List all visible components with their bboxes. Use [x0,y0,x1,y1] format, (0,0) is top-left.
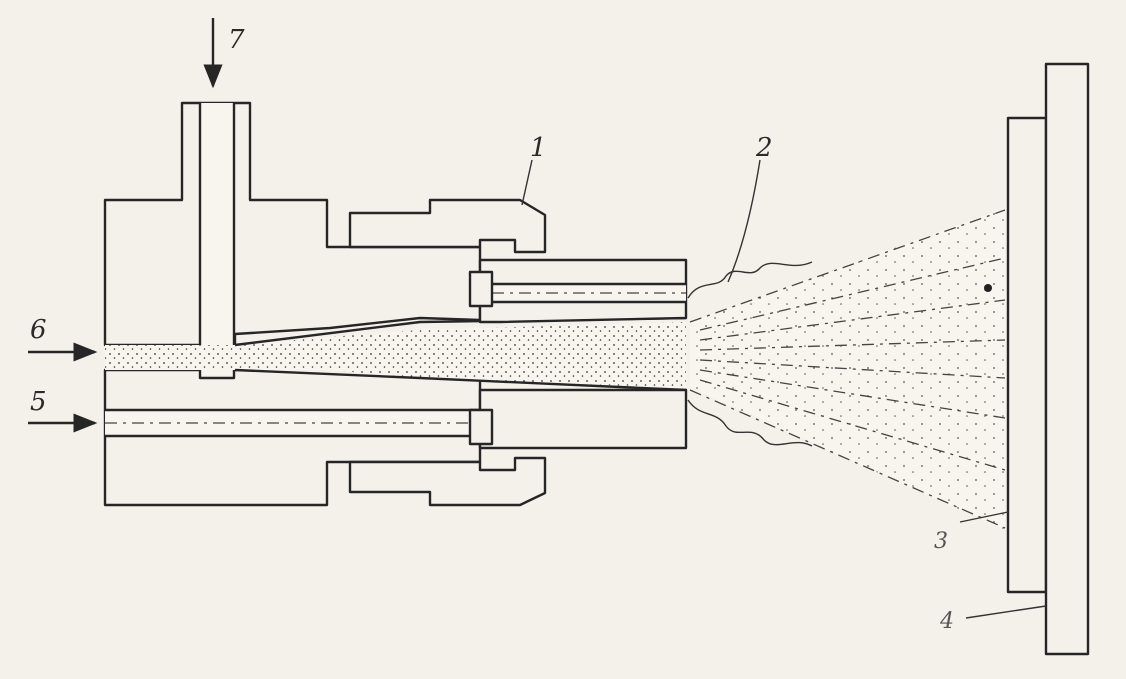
label-substrate: 4 [939,609,954,634]
leader-1 [521,159,533,206]
label-spray-plume: 2 [755,133,773,163]
label-inlet-lower: 5 [30,387,47,417]
label-nozzle-body: 1 [530,133,547,163]
gun-body [103,101,482,507]
union-nut [348,198,688,507]
spray-edge [687,261,813,447]
label-coating: 3 [934,529,948,554]
leader-3 [959,511,1009,523]
label-inlet-top: 7 [228,25,245,55]
spray-plume [689,208,1006,530]
leader-2 [727,159,761,283]
leader-4 [965,605,1047,619]
substrate-plate [1044,62,1090,656]
label-inlet-main: 6 [30,315,47,345]
coating-layer [1006,116,1048,594]
